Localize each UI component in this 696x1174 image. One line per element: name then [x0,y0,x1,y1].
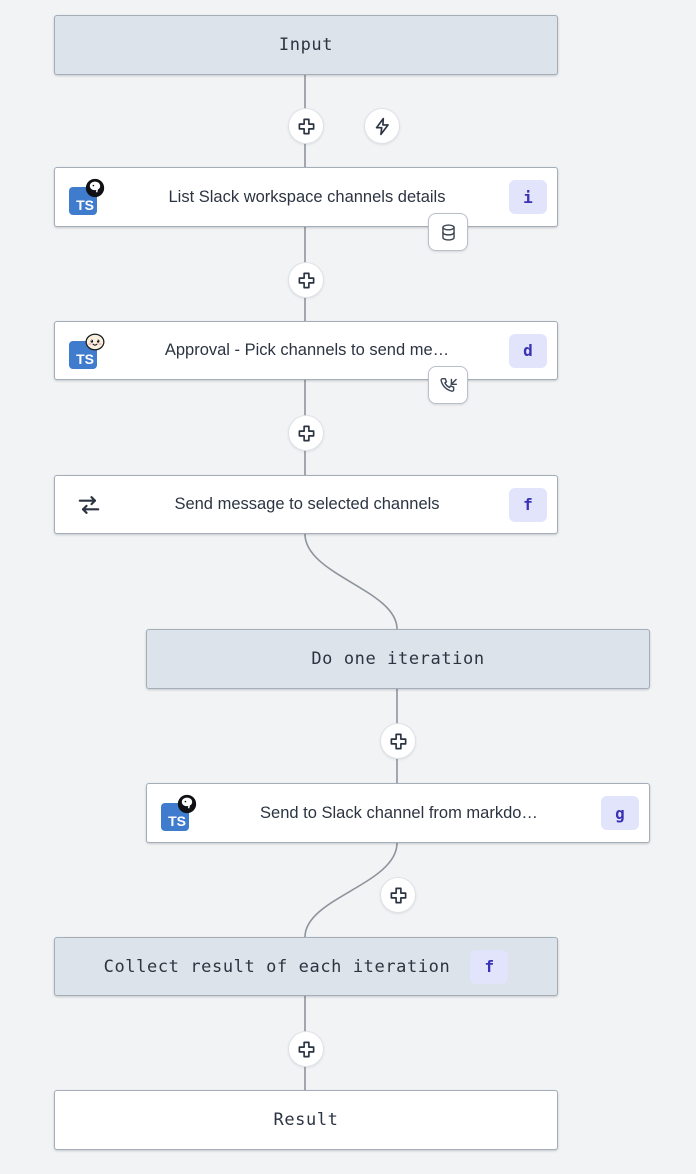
add-step-after-send-to-slack-button[interactable] [380,877,416,913]
collect-result-row: Collect result of each iteration f [55,949,557,984]
lightning-icon [375,117,389,135]
node-input-label: Input [278,35,334,55]
node-send-message-selected-channels-badge[interactable]: f [509,487,547,522]
phone-incoming-icon [439,377,457,392]
database-icon [441,223,455,241]
plus-icon [298,1041,314,1057]
deno-glyph [177,794,197,814]
node-result-label: Result [273,1110,339,1130]
node-send-message-selected-channels[interactable]: Send message to selected channels f [54,475,558,534]
add-step-after-do-one-iteration-button[interactable] [380,723,416,759]
add-step-after-collect-result-button[interactable] [288,1031,324,1067]
node-list-slack-channels-badge[interactable]: i [509,180,547,214]
typescript-bun-icon: TS [67,331,111,371]
plus-icon [298,272,314,288]
plus-icon [298,425,314,441]
plus-icon [390,733,406,749]
deno-glyph [85,178,105,198]
node-input[interactable]: Input [54,15,558,75]
node-approval-pick-channels[interactable]: TS Approval - Pick channels to send me… … [54,321,558,380]
add-step-after-list-slack-channels-button[interactable] [288,262,324,298]
add-trigger-after-input-button[interactable] [364,108,400,144]
node-list-slack-channels[interactable]: TS List Slack workspace channels details… [54,167,558,227]
deno-icon [177,794,197,814]
add-step-after-approval-button[interactable] [288,415,324,451]
node-collect-result-each-iteration-badge[interactable]: f [470,949,509,984]
node-do-one-iteration-label: Do one iteration [311,649,485,669]
node-do-one-iteration[interactable]: Do one iteration [146,629,650,689]
node-send-to-slack-markdown-label: Send to Slack channel from markdo… [260,803,538,822]
node-send-to-slack-markdown-badge[interactable]: g [601,796,639,830]
typescript-deno-icon: TS [159,793,203,833]
node-send-message-selected-channels-label: Send message to selected channels [174,495,440,513]
forloop-repeat-icon [67,485,111,525]
plus-icon [390,887,406,903]
plus-icon [298,118,314,134]
typescript-deno-icon: TS [67,177,111,217]
node-result[interactable]: Result [54,1090,558,1150]
add-step-after-input-button[interactable] [288,108,324,144]
node-collect-result-each-iteration-label: Collect result of each iteration [103,956,451,977]
node-collect-result-each-iteration[interactable]: Collect result of each iteration f [54,937,558,996]
phone-incoming-badge[interactable] [428,366,468,404]
node-approval-pick-channels-badge[interactable]: d [509,333,547,368]
database-badge[interactable] [428,213,468,251]
bun-icon [85,332,105,352]
node-approval-pick-channels-label: Approval - Pick channels to send me… [164,341,450,359]
node-list-slack-channels-label: List Slack workspace channels details [168,187,446,206]
repeat-glyph [78,495,100,514]
edge-send-to-iteration [304,533,398,630]
bun-glyph [85,333,105,350]
node-send-to-slack-markdown[interactable]: TS Send to Slack channel from markdo… g [146,783,650,843]
deno-icon [85,178,105,198]
